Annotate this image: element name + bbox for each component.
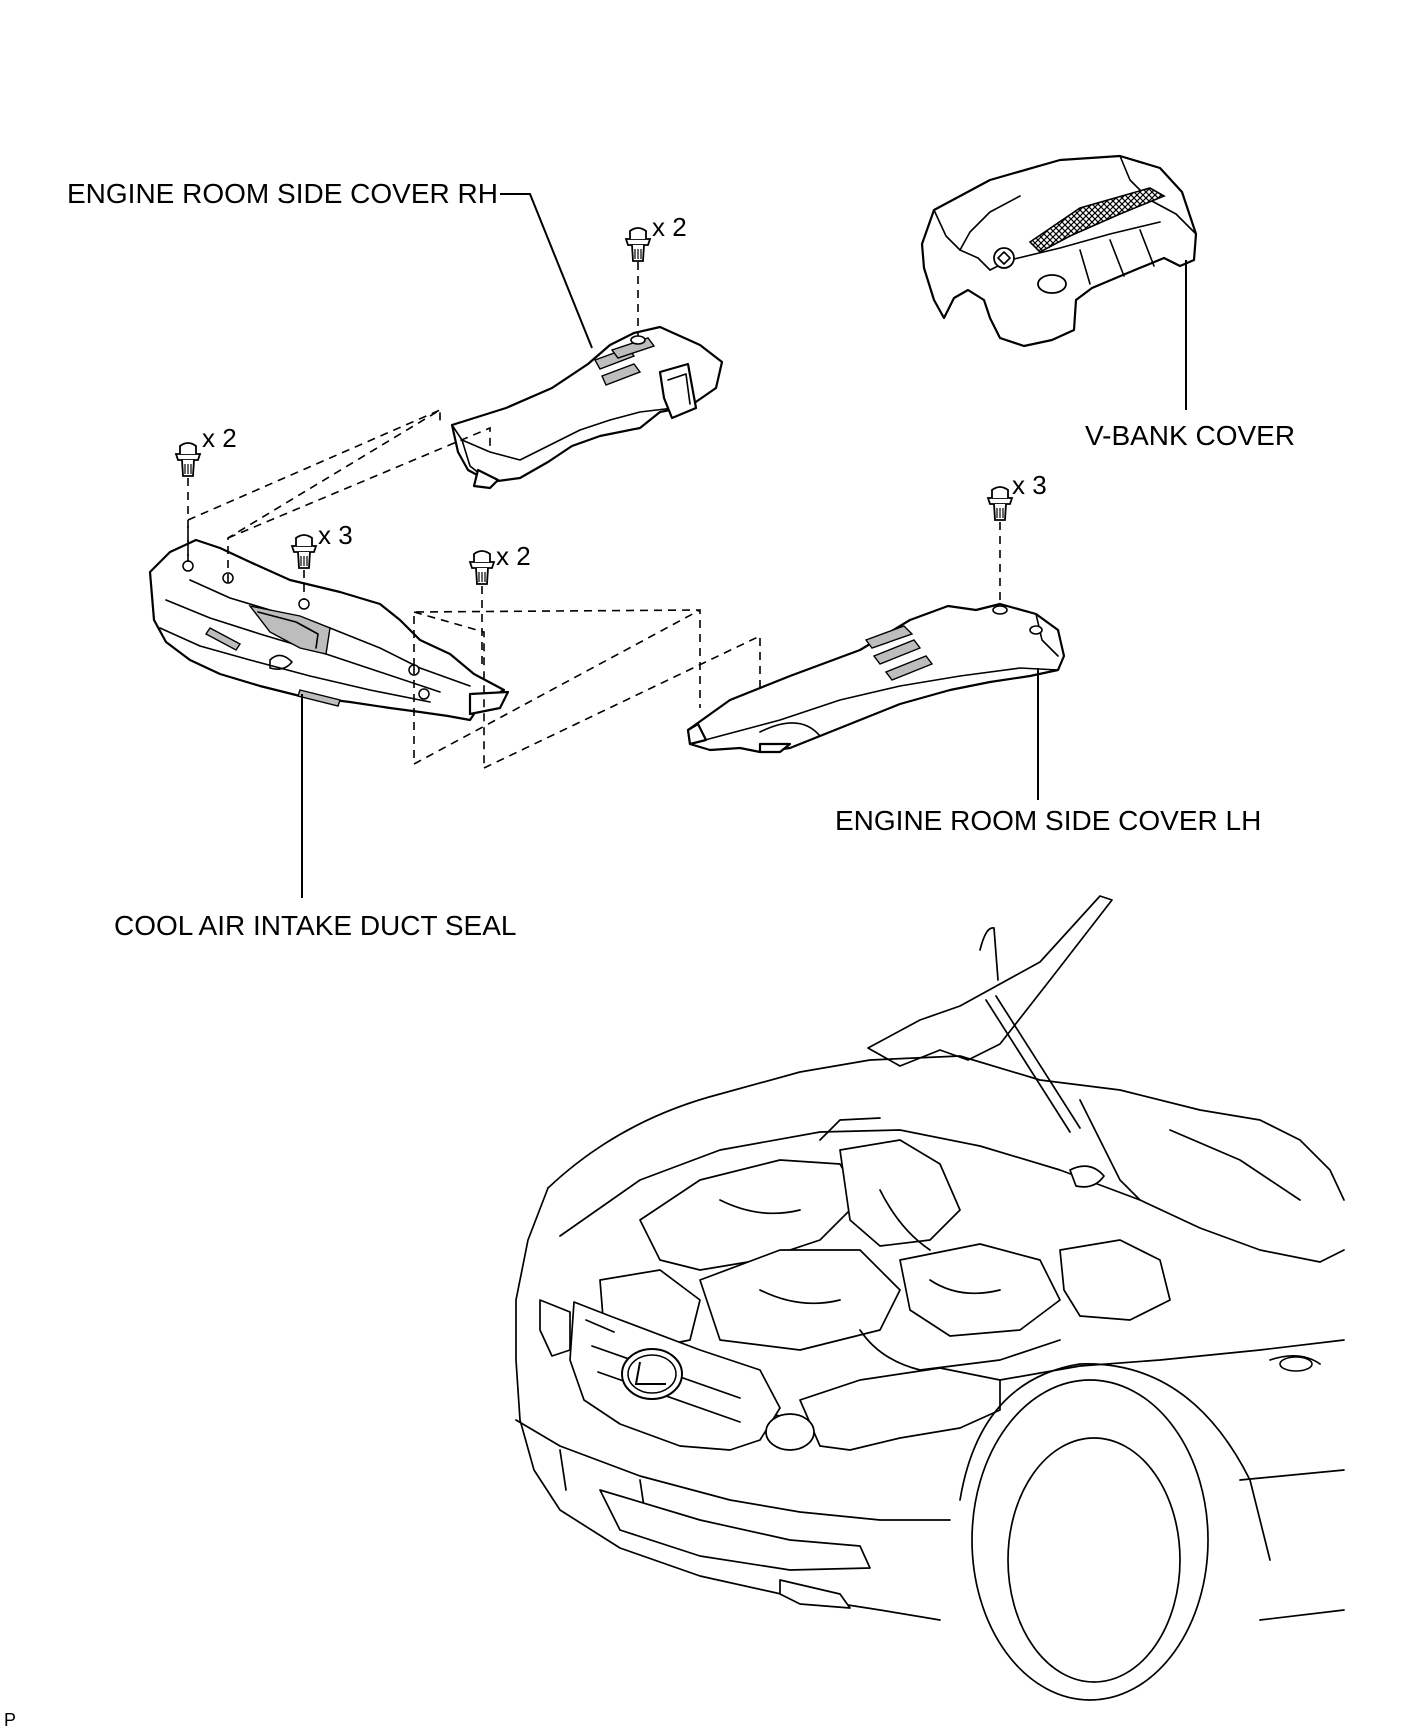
cool-air-intake-duct-seal <box>148 538 510 722</box>
headlight-left <box>539 1299 571 1357</box>
vehicle-illustration <box>515 895 1345 1701</box>
rh-clip-quantity: x 2 <box>652 212 687 242</box>
engine-room-side-cover-lh <box>686 602 1066 754</box>
engine-room-side-cover-rh <box>450 325 724 490</box>
side-cover-rh-label: ENGINE ROOM SIDE COVER RH <box>67 178 498 209</box>
open-hood <box>867 895 1113 1067</box>
seal-center-clip-quantity: x 3 <box>318 520 353 550</box>
seal-left-clip-quantity: x 2 <box>202 423 237 453</box>
seal-right-clip-quantity: x 2 <box>496 541 531 571</box>
front-wheel <box>971 1379 1209 1701</box>
clip-icon <box>291 534 317 569</box>
fog-light <box>779 1579 851 1609</box>
clip-icon <box>625 227 651 262</box>
alignment-guides <box>187 408 761 769</box>
clip-icon <box>469 550 495 585</box>
lower-intake <box>599 1489 871 1571</box>
side-cover-rh-leader <box>500 193 593 349</box>
corner-mark: P <box>4 1710 16 1730</box>
headlight-right <box>799 1367 1001 1451</box>
side-cover-lh-label: ENGINE ROOM SIDE COVER LH <box>835 805 1261 836</box>
clip-icon <box>987 486 1013 521</box>
clip-icon <box>175 442 201 477</box>
duct-seal-label: COOL AIR INTAKE DUCT SEAL <box>114 910 516 941</box>
v-bank-cover <box>920 154 1198 348</box>
v-bank-cover-label: V-BANK COVER <box>1085 420 1295 451</box>
lexus-emblem-icon <box>621 1348 683 1400</box>
lh-clip-quantity: x 3 <box>1012 470 1047 500</box>
